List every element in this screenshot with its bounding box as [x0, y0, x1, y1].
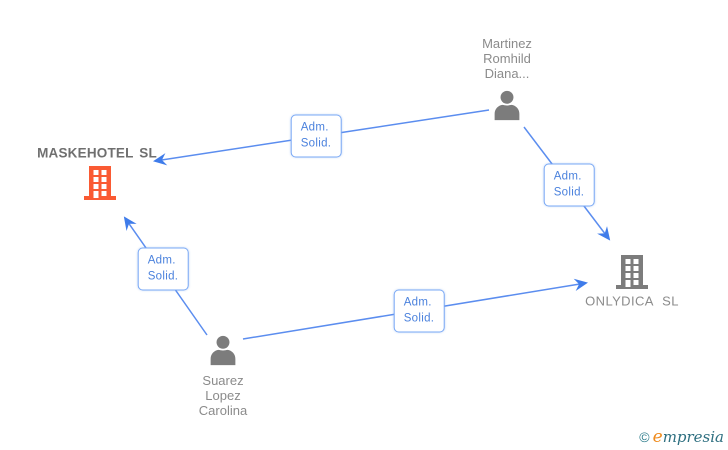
- person-name-line: Lopez: [205, 388, 241, 403]
- person-name-suarez[interactable]: Suarez Lopez Carolina: [199, 373, 247, 418]
- edge-label-suarez-onlydica: Adm. Solid.: [393, 289, 445, 333]
- edge-label-line: Solid.: [403, 312, 435, 325]
- empresia-watermark: ©empresia: [639, 427, 724, 447]
- person-name-line: Martinez: [482, 36, 532, 51]
- person-name-line: Carolina: [198, 403, 248, 418]
- person-name-martinez[interactable]: Martinez Romhild Diana...: [482, 36, 532, 81]
- person-icon-suarez[interactable]: [207, 335, 240, 366]
- person-name-line: Romhild: [483, 51, 531, 66]
- edge-label-line: Solid.: [300, 137, 332, 150]
- edge-label-martinez-onlydica: Adm. Solid.: [543, 163, 595, 207]
- edge-label-line: Adm.: [553, 170, 582, 183]
- brand-initial: e: [652, 427, 663, 447]
- person-icon-martinez[interactable]: [491, 90, 524, 121]
- copyright-icon: ©: [639, 429, 650, 445]
- company-label-maskehotel[interactable]: MASKEHOTEL SL: [37, 145, 157, 161]
- company-label-onlydica[interactable]: ONLYDICA SL: [585, 293, 679, 309]
- brand-name: mpresia: [662, 428, 724, 446]
- edge-label-martinez-maskehotel: Adm. Solid.: [290, 114, 342, 158]
- building-icon-onlydica[interactable]: [615, 254, 649, 290]
- building-icon-maskehotel[interactable]: [83, 165, 117, 201]
- edge-label-line: Adm.: [147, 254, 176, 267]
- person-name-line: Diana...: [484, 66, 530, 81]
- edge-label-line: Solid.: [553, 186, 585, 199]
- edge-label-line: Adm.: [300, 121, 329, 134]
- person-name-line: Suarez: [202, 373, 244, 388]
- edge-label-suarez-maskehotel: Adm. Solid.: [137, 247, 189, 291]
- edge-label-line: Solid.: [147, 270, 179, 283]
- edge-label-line: Adm.: [403, 296, 432, 309]
